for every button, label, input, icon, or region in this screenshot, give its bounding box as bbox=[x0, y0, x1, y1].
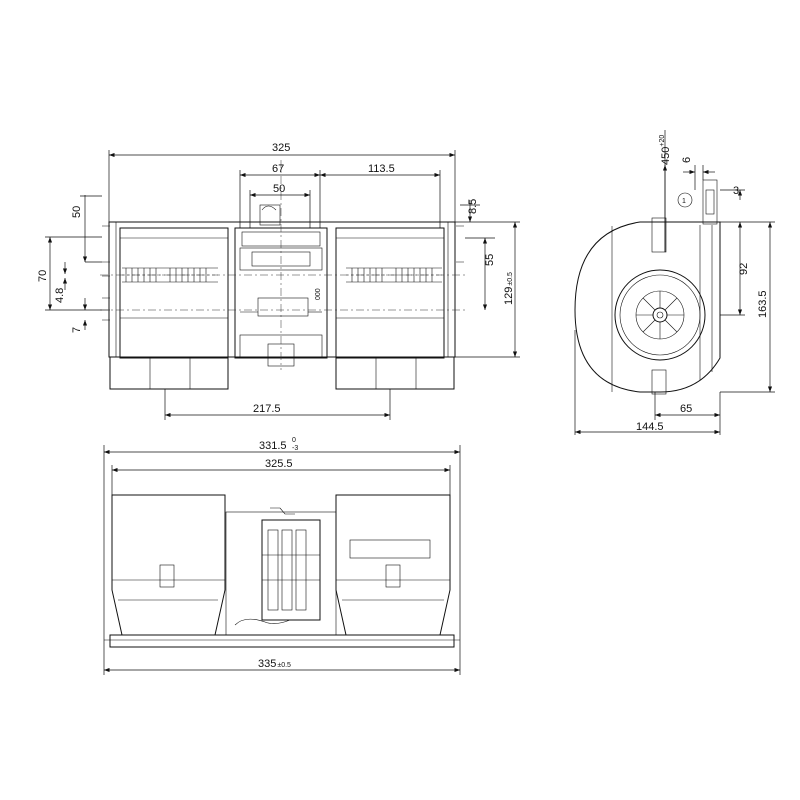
base-plate bbox=[109, 634, 455, 648]
dim-450: 450+20 bbox=[659, 135, 672, 165]
dim-50-top: 50 bbox=[273, 183, 285, 195]
dim-50-left: 50 bbox=[71, 206, 83, 218]
callout-circle bbox=[677, 192, 693, 208]
dim-65: 65 bbox=[680, 403, 692, 415]
dim-113-5: 113.5 bbox=[368, 163, 395, 175]
dim-6: 6 bbox=[681, 157, 693, 163]
dim-70: 70 bbox=[37, 270, 49, 282]
bottom-view bbox=[103, 445, 461, 675]
dim-163-5: 163.5 bbox=[757, 290, 769, 318]
dim-4-8: 4.8 bbox=[54, 288, 66, 303]
dim-217-5: 217.5 bbox=[253, 403, 281, 415]
dim-7: 7 bbox=[71, 327, 83, 333]
impeller bbox=[614, 269, 706, 361]
connector-plug bbox=[259, 204, 281, 226]
left-housing-plan bbox=[111, 494, 226, 636]
dim-450-value: 450 bbox=[660, 147, 672, 165]
callout-label: 1 bbox=[682, 198, 686, 205]
dim-129: 129±0.5 bbox=[503, 272, 515, 305]
dim-335: 335±0.5 bbox=[258, 658, 291, 670]
dim-331-5-tol-upper: 0 bbox=[292, 437, 296, 444]
label-000: 000 bbox=[315, 288, 322, 300]
right-housing-plan bbox=[335, 494, 451, 636]
motor-plan bbox=[225, 507, 337, 636]
dim-450-tolerance: +20 bbox=[659, 135, 666, 147]
right-scroll-housing bbox=[335, 227, 455, 390]
dim-325: 325 bbox=[272, 142, 290, 154]
dim-8-5: 8.5 bbox=[467, 199, 479, 214]
dim-331-5-tol-lower: -3 bbox=[292, 445, 298, 452]
left-scroll-housing bbox=[109, 227, 229, 390]
side-view bbox=[574, 130, 775, 435]
dim-325-5: 325.5 bbox=[265, 458, 293, 470]
dim-3: 3 bbox=[733, 185, 739, 197]
housing-outline bbox=[108, 221, 456, 358]
dim-55: 55 bbox=[484, 254, 496, 266]
dim-335-tolerance: ±0.5 bbox=[277, 662, 291, 669]
dim-129-tolerance: ±0.5 bbox=[507, 272, 514, 286]
dim-144-5: 144.5 bbox=[636, 421, 664, 433]
dim-129-value: 129 bbox=[503, 287, 515, 305]
dim-331-5: 331.5 bbox=[259, 440, 287, 452]
volute-outline bbox=[574, 221, 721, 393]
dim-92: 92 bbox=[738, 263, 750, 275]
dim-335-value: 335 bbox=[258, 658, 276, 670]
dim-67: 67 bbox=[272, 163, 284, 175]
top-view bbox=[45, 150, 520, 420]
